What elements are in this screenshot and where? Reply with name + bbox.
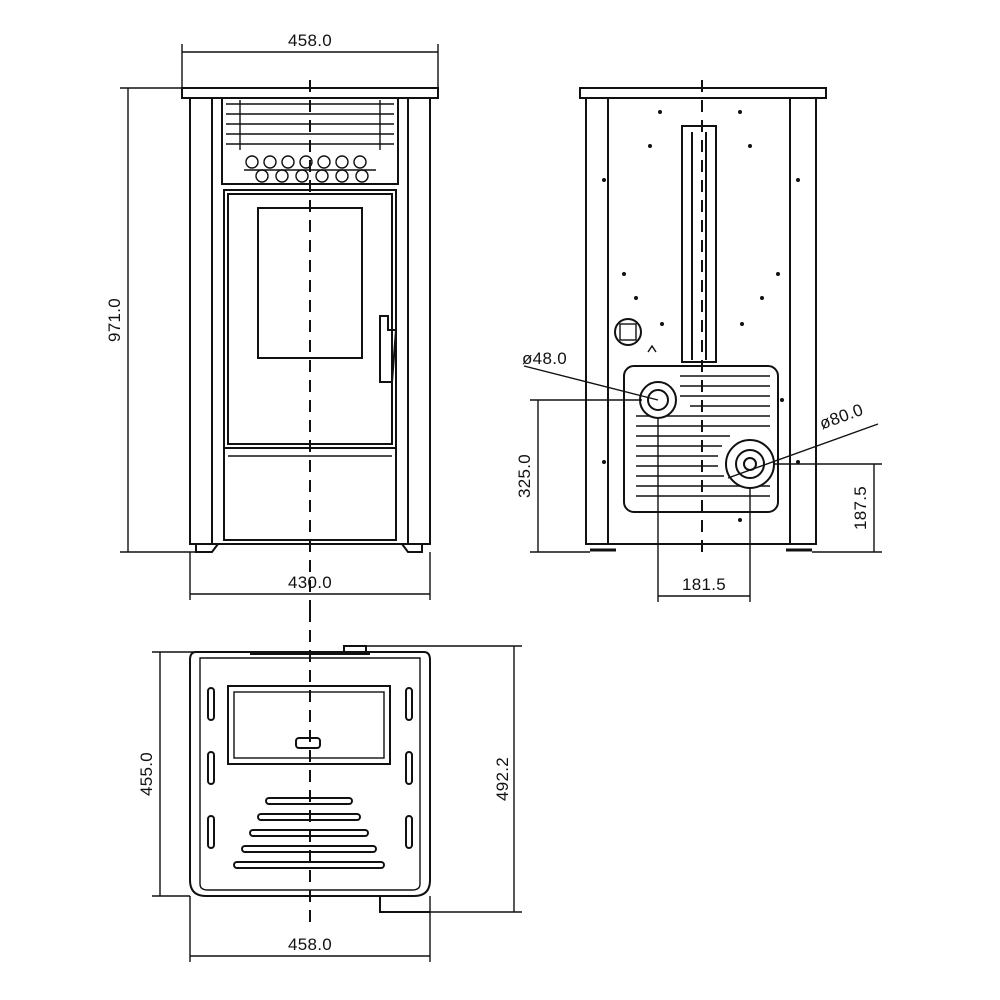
- top-outline: [189, 651, 431, 897]
- top-width-label: 458.0: [288, 935, 332, 954]
- large-pipe-label: ø80.0: [817, 400, 866, 433]
- front-view: 458.0 971.0 430.0: [105, 31, 439, 620]
- power-socket-icon: [614, 318, 657, 353]
- top-panel: [227, 685, 391, 765]
- small-pipe-height-label: 325.0: [515, 454, 534, 498]
- top-view: 455.0 492.2 458.0: [137, 610, 522, 962]
- rear-channel: [681, 125, 717, 363]
- small-pipe-label: ø48.0: [522, 349, 567, 368]
- top-depth-total-label: 492.2: [493, 757, 512, 801]
- pipe-spacing-label: 181.5: [682, 575, 726, 594]
- front-width-top-label: 458.0: [288, 31, 332, 50]
- door-handle: [379, 315, 398, 383]
- front-width-base-label: 430.0: [288, 573, 332, 592]
- top-depth-label: 455.0: [137, 752, 156, 796]
- top-handle: [295, 737, 321, 749]
- front-grille: [221, 97, 399, 185]
- rear-view: ø48.0 ø80.0 325.0 187.5 181.5: [515, 80, 882, 602]
- front-height-label: 971.0: [105, 298, 124, 342]
- large-pipe-height-label: 187.5: [851, 486, 870, 530]
